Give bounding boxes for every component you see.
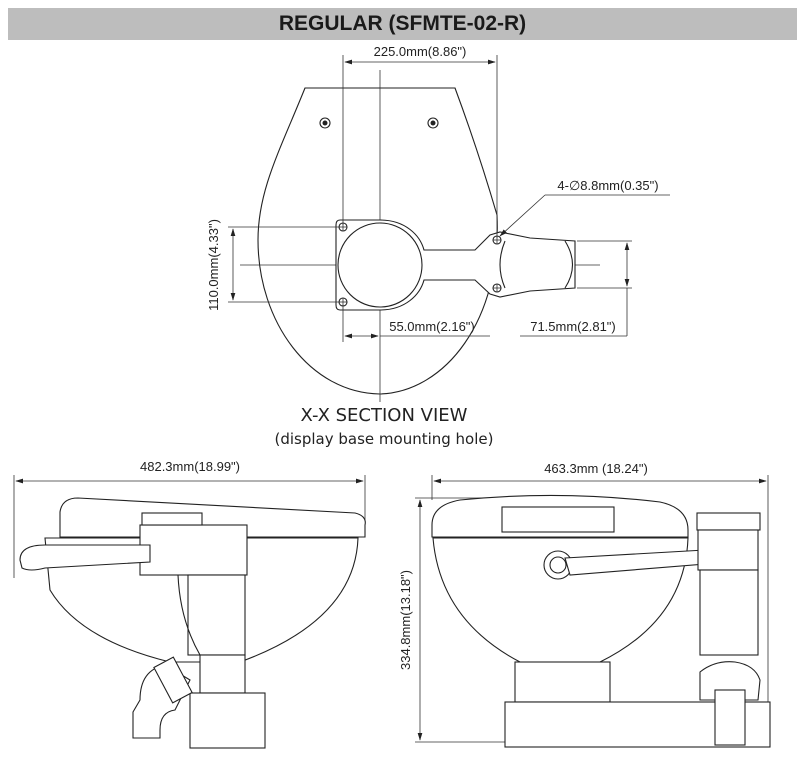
pump-cap — [696, 512, 761, 531]
front-view: 463.3mm (18.24") 334.8mm(13.18") — [398, 461, 771, 748]
section-caption: X-X SECTION VIEW — [301, 405, 468, 426]
dim-front-height-label: 334.8mm(13.18") — [398, 570, 413, 670]
hinge — [501, 506, 615, 533]
dim-height-label: 110.0mm(4.33") — [206, 219, 221, 311]
pump-head — [697, 529, 759, 571]
bowl-base — [514, 661, 611, 703]
motor — [699, 569, 759, 656]
outlet-oval — [499, 240, 574, 289]
section-subcaption: (display base mounting hole) — [275, 430, 494, 448]
hose — [177, 574, 201, 656]
dim-hole-label: 4-∅8.8mm(0.35") — [557, 178, 658, 193]
dim-outlet-label: 71.5mm(2.81") — [530, 319, 616, 334]
outlet-clamp — [153, 656, 193, 704]
section-view: 225.0mm(8.86") 4-∅8.8mm(0.35") 110.0mm(4… — [206, 44, 670, 448]
side-view: 482.3mm(18.99") — [13, 459, 366, 749]
pump-cap — [141, 512, 203, 526]
dim-width-label: 225.0mm(8.86") — [374, 44, 467, 59]
lid — [59, 497, 366, 538]
motor — [187, 574, 246, 656]
dim-front-width-label: 463.3mm (18.24") — [544, 461, 648, 476]
title-bar: REGULAR (SFMTE-02-R) — [8, 8, 797, 40]
dim-length-label: 482.3mm(18.99") — [140, 459, 240, 474]
base-plate — [335, 219, 576, 311]
dim-offset-label: 55.0mm(2.16") — [389, 319, 475, 334]
page-title: REGULAR (SFMTE-02-R) — [278, 12, 527, 35]
outlet-circle — [337, 222, 423, 308]
flush-pipe — [19, 544, 151, 571]
pump-head — [139, 524, 248, 576]
mounting-hole-icon — [319, 117, 439, 129]
pedestal — [189, 692, 266, 749]
outlet-pipe — [714, 689, 746, 746]
macerator — [199, 654, 246, 694]
